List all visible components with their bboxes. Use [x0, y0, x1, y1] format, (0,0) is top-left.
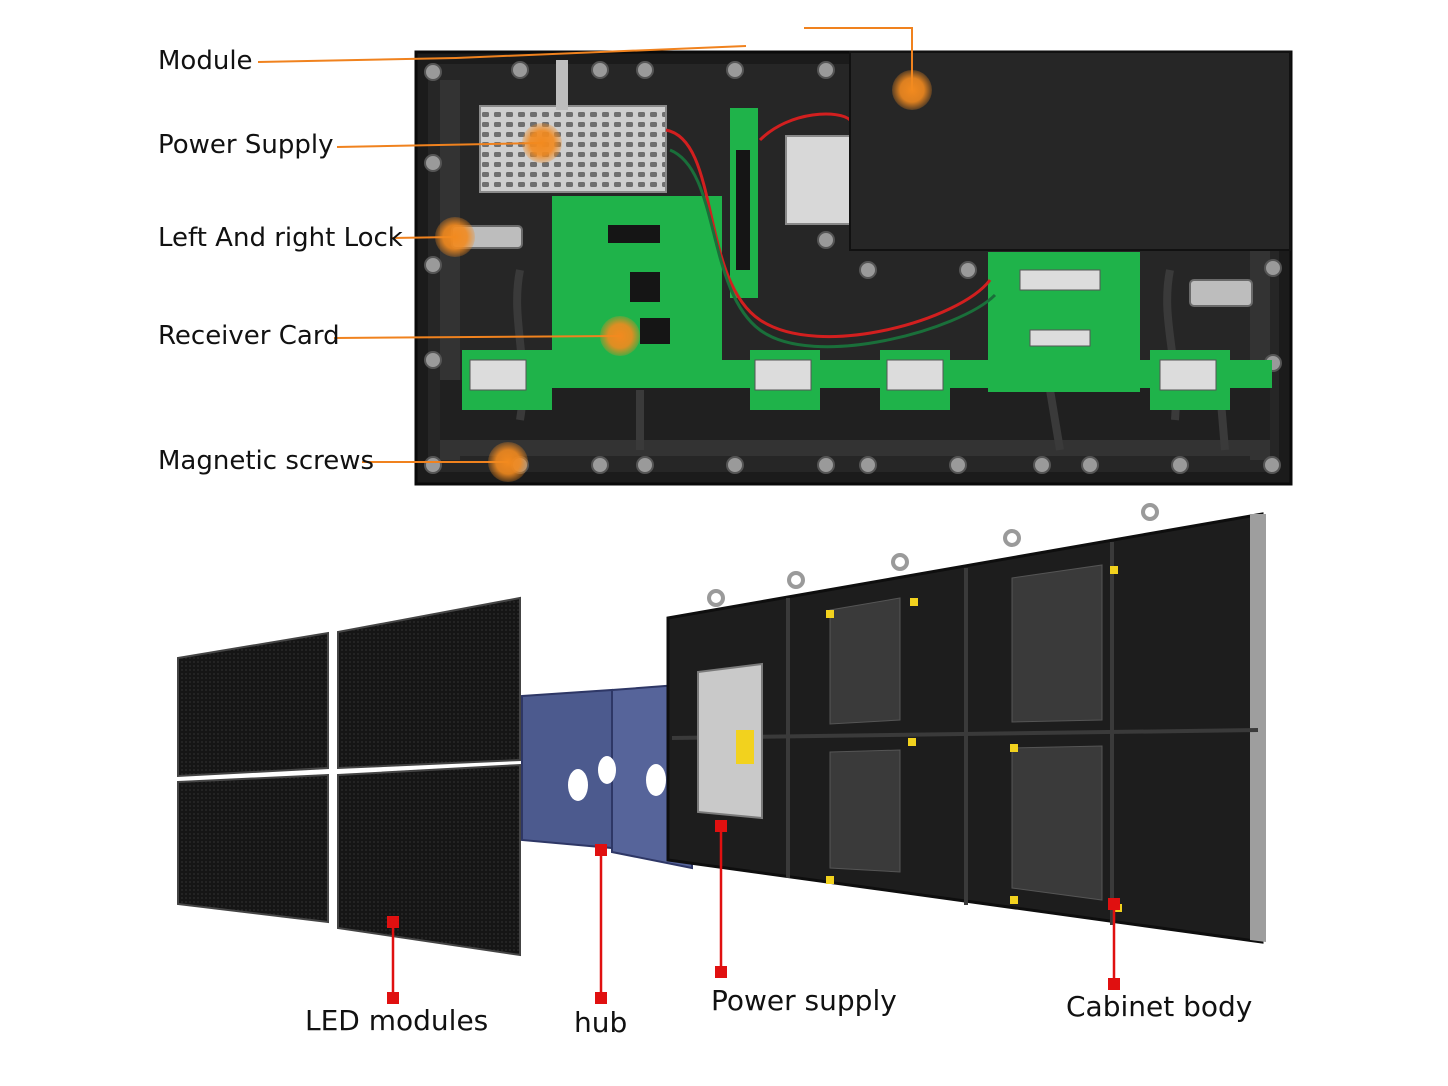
leader-module — [257, 45, 747, 63]
marker-lock — [435, 217, 475, 257]
marker-power-supply — [522, 123, 562, 163]
cabinet-rear-view — [414, 50, 1293, 486]
label-magnetic-screws: Magnetic screws — [158, 446, 375, 476]
label-module: Module — [158, 46, 253, 76]
bottom-callouts — [387, 820, 1120, 1004]
label-hub: hub — [574, 1006, 628, 1039]
marker-receiver — [600, 316, 640, 356]
marker-cabinet-body-bottom — [1108, 978, 1120, 990]
marker-screws — [488, 442, 528, 482]
marker-led-modules-bottom — [387, 992, 399, 1004]
marker-module — [892, 70, 932, 110]
marker-hub-bottom — [595, 992, 607, 1004]
cabinet-power-supply — [697, 662, 763, 820]
label-power-supply-bottom: Power supply — [711, 984, 897, 1017]
led-modules — [177, 596, 521, 957]
marker-power-supply-bottom — [715, 966, 727, 978]
marker-power-supply-top — [715, 820, 727, 832]
hub-pcb — [462, 108, 1272, 410]
label-power-supply: Power Supply — [158, 130, 334, 160]
leader-module-cover — [804, 27, 913, 90]
label-led-modules: LED modules — [305, 1004, 489, 1037]
power-supply-unit — [479, 60, 667, 193]
marker-hub-top — [595, 844, 607, 856]
leader-power-supply — [336, 142, 543, 148]
label-receiver-card: Receiver Card — [158, 321, 340, 351]
label-left-right-lock: Left And right Lock — [158, 223, 403, 253]
leader-receiver — [333, 335, 621, 339]
marker-cabinet-body-top — [1108, 898, 1120, 910]
top-callouts — [257, 27, 932, 482]
label-cabinet-body: Cabinet body — [1066, 990, 1253, 1023]
cabinet-body — [666, 503, 1266, 944]
screw-row — [424, 61, 1282, 474]
marker-led-modules-top — [387, 916, 399, 928]
